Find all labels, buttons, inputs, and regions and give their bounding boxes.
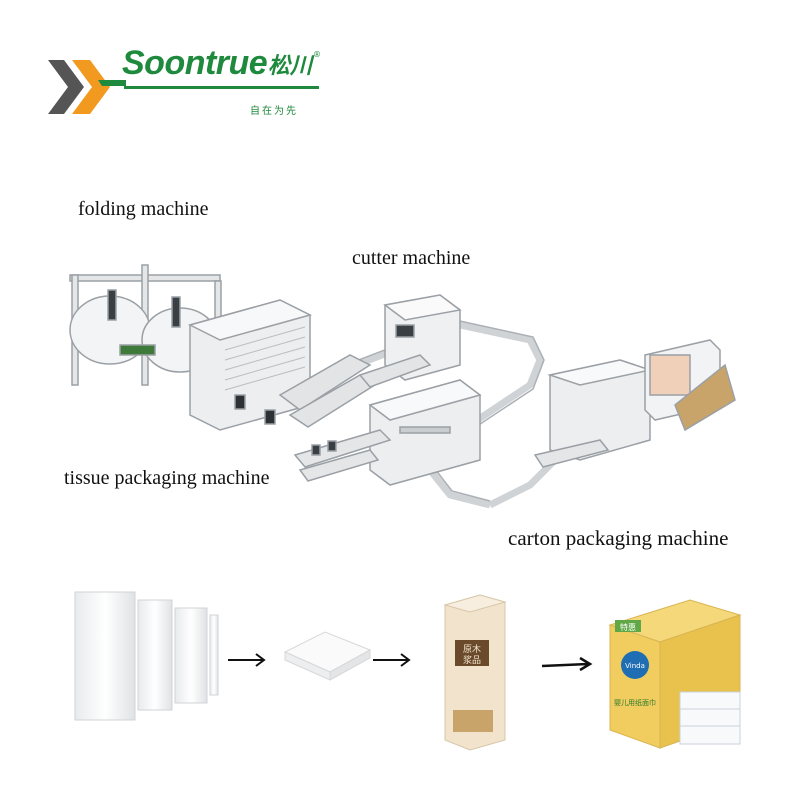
tissue-stack-icon [283, 631, 372, 681]
product-flow: 原木 浆品 特惠 Vinda 婴儿用纸面巾 [74, 591, 742, 751]
label-tissue-packaging-machine: tissue packaging machine [64, 467, 270, 489]
folding-machine [69, 264, 380, 431]
brand-name: Soontrue [122, 44, 268, 82]
brand-name-cn: 松川 [268, 54, 313, 79]
registered-mark: ® [313, 50, 321, 59]
package-text-2: 浆品 [463, 654, 481, 666]
box-brand: Vinda [625, 662, 645, 670]
cutter-machine [358, 294, 462, 388]
carton-packaging-machine [533, 339, 736, 468]
tissue-package-icon: 原木 浆品 [443, 594, 507, 751]
package-text-1: 原木 [463, 643, 481, 655]
brand-underline [124, 86, 319, 89]
label-folding-machine: folding machine [78, 198, 209, 220]
label-cutter-machine: cutter machine [352, 247, 471, 269]
arrow-right-icon [373, 653, 411, 667]
carton-box-icon: 特惠 Vinda 婴儿用纸面巾 [608, 599, 742, 749]
tissue-packaging-machine [293, 379, 482, 486]
production-line-illustration [69, 264, 736, 509]
arrow-right-icon [541, 656, 593, 672]
box-product-name: 婴儿用纸面巾 [614, 698, 656, 707]
box-badge: 特惠 [620, 622, 636, 632]
jumbo-rolls-icon [74, 591, 219, 721]
brand-slogan: 自在为先 [250, 106, 298, 117]
label-carton-packaging-machine: carton packaging machine [508, 526, 729, 550]
logo-chevron-icon [48, 60, 126, 114]
arrow-right-icon [228, 653, 266, 667]
logo-mark [46, 52, 126, 122]
